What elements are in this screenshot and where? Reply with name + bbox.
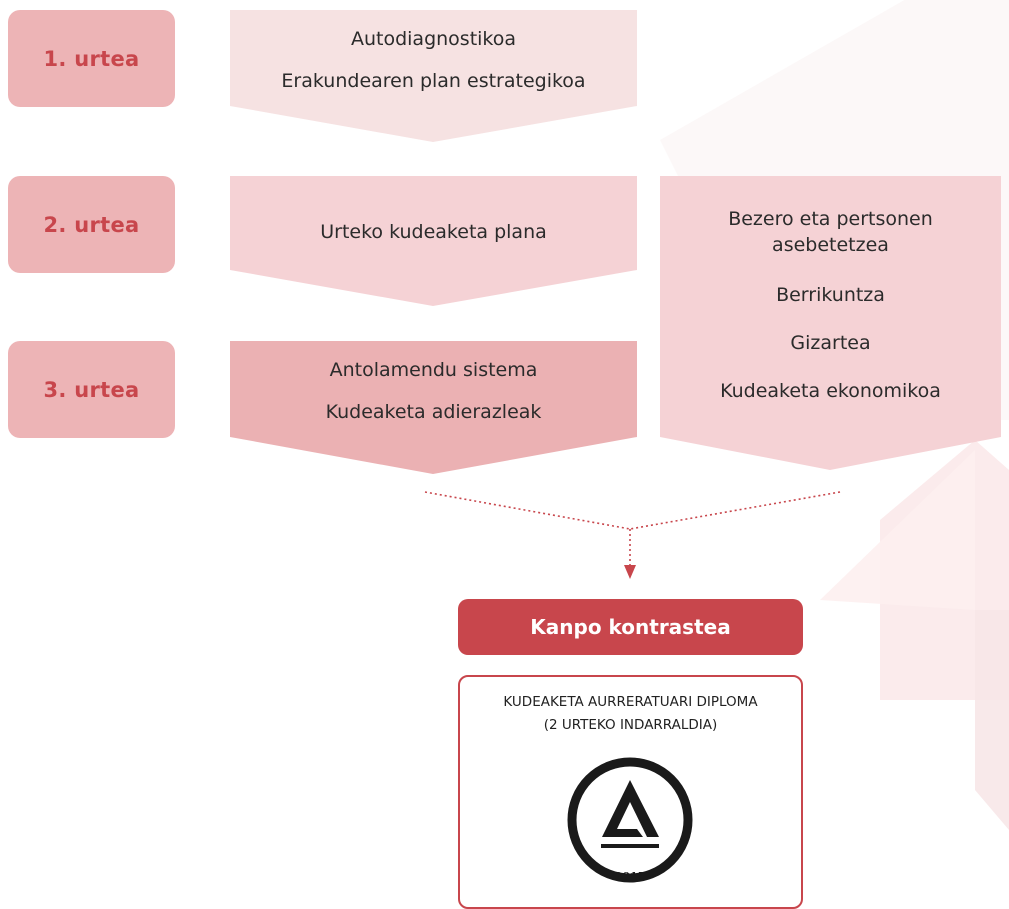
right-box-text: Bezero eta pertsonen asebetetzea Berriku… [672, 200, 989, 438]
right-item-3: Gizartea [790, 332, 871, 354]
diploma-text: KUDEAKETA AURRERATUARI DIPLOMA (2 URTEKO… [460, 691, 801, 737]
connector-arrowhead [624, 565, 636, 579]
arrow-box-right [660, 176, 1001, 470]
diploma-line-1: KUDEAKETA AURRERATUARI DIPLOMA [503, 694, 758, 710]
year-1-badge: 1. urtea [8, 10, 175, 107]
year-1-label: 1. urtea [43, 46, 140, 71]
year-2-label: 2. urtea [43, 212, 140, 237]
right-item-2: Berrikuntza [776, 284, 885, 306]
arrow-box-year1 [230, 10, 637, 142]
diploma-card: KUDEAKETA AURRERATUARI DIPLOMA (2 URTEKO… [458, 675, 803, 909]
external-contrast-header: Kanpo kontrastea [458, 599, 803, 655]
year1-box-text: Autodiagnostikoa Erakundearen plan estra… [230, 12, 637, 108]
year3-box-text: Antolamendu sistema Kudeaketa adierazlea… [230, 344, 637, 438]
diploma-seal-icon: 2015 [567, 757, 693, 883]
diploma-line-2: (2 URTEKO INDARRALDIA) [543, 717, 718, 733]
year-3-label: 3. urtea [43, 377, 140, 402]
arrow-box-year3 [230, 341, 637, 474]
external-contrast-title: Kanpo kontrastea [530, 615, 731, 639]
year2-item-1: Urteko kudeaketa plana [320, 221, 547, 243]
year1-item-1: Autodiagnostikoa [350, 28, 517, 50]
year3-item-2: Kudeaketa adierazleak [325, 401, 542, 423]
seal-year: 2015 [615, 870, 646, 883]
year-2-badge: 2. urtea [8, 176, 175, 273]
right-item-4: Kudeaketa ekonomikoa [720, 380, 941, 402]
year3-item-1: Antolamendu sistema [329, 359, 538, 381]
arrow-box-year2 [230, 176, 637, 306]
right-item-1: Bezero eta pertsonen asebetetzea [728, 208, 933, 256]
connector-left [424, 491, 631, 530]
connector-right [629, 491, 841, 530]
year-3-badge: 3. urtea [8, 341, 175, 438]
year1-item-2: Erakundearen plan estrategikoa [281, 70, 586, 92]
year2-box-text: Urteko kudeaketa plana [230, 182, 637, 282]
